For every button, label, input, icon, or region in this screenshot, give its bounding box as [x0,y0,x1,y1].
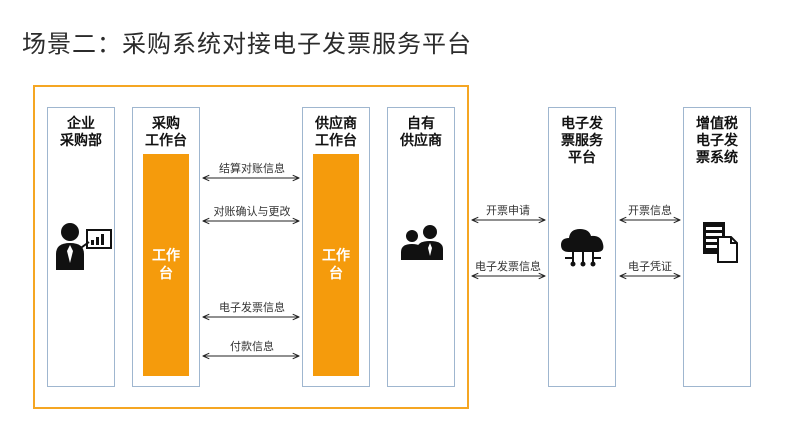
flow-label-invoice-request: 开票申请 [486,204,530,217]
internal-system-frame [33,85,469,409]
supplier-bar-label: 工作 台 [322,248,350,282]
flow-label-einvoice-info: 电子发票信息 [219,301,285,314]
flow-label-payment: 付款信息 [230,340,274,353]
column-supplier-workbench: 供应商 工作台 工作 台 [302,107,370,387]
workbench-bar-label: 工作 台 [152,248,180,282]
users-icon [401,225,443,260]
column-title-workbench: 采购 工作台 [145,116,187,149]
column-title-own-supplier: 自有 供应商 [400,116,442,149]
cloud-network-icon [561,229,604,267]
column-enterprise-purchasing: 企业 采购部 [47,107,115,387]
column-own-supplier: 自有 供应商 [387,107,455,387]
workbench-bar: 工作 台 [143,154,189,376]
page-title: 场景二：采购系统对接电子发票服务平台 [22,30,472,58]
flow-label-invoice-info: 开票信息 [628,204,672,217]
column-vat-einvoice-system: 增值税 电子发 票系统 [683,107,751,387]
column-title-enterprise: 企业 采购部 [60,116,102,149]
presenter-icon [56,223,112,270]
column-title-einvoice-platform: 电子发 票服务 平台 [561,116,603,166]
flow-label-einvoice-info2: 电子发票信息 [475,260,541,273]
column-title-vat-system: 增值税 电子发 票系统 [696,116,738,166]
column-title-supplier-workbench: 供应商 工作台 [315,116,357,149]
flow-label-reconcile: 对账确认与更改 [213,205,291,218]
flow-label-e-voucher: 电子凭证 [628,260,672,273]
column-einvoice-platform: 电子发 票服务 平台 [548,107,616,387]
supplier-workbench-bar: 工作 台 [313,154,359,376]
flow-label-settlement: 结算对账信息 [219,162,285,175]
document-server-icon [703,222,738,263]
column-purchasing-workbench: 采购 工作台 工作 台 [132,107,200,387]
